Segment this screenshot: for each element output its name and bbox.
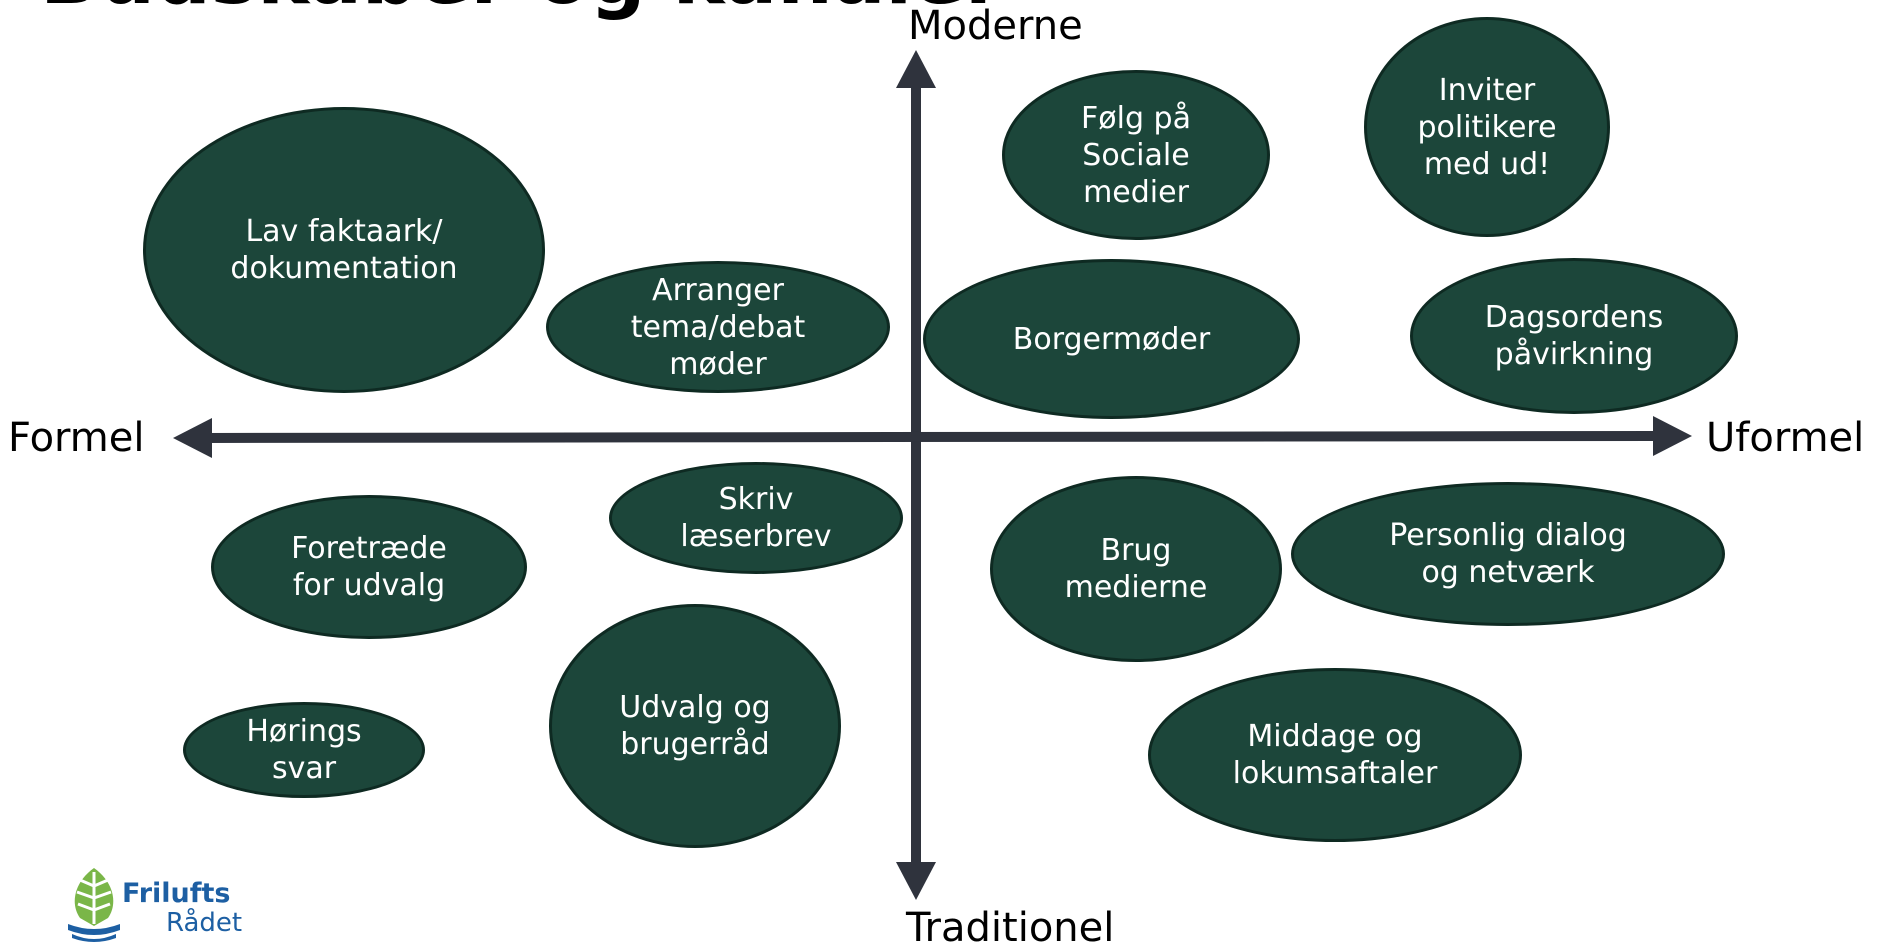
- bubble-dagsordens-paavirkning: Dagsordens påvirkning: [1410, 258, 1738, 414]
- bubble-personlig-dialog: Personlig dialog og netværk: [1291, 482, 1725, 626]
- axis-label-moderne: Moderne: [908, 3, 1083, 49]
- bubble-lav-faktaark: Lav faktaark/ dokumentation: [143, 107, 545, 393]
- arrow-down-icon: [896, 862, 936, 900]
- bubble-foretraede-for-udvalg: Foretræde for udvalg: [211, 495, 527, 639]
- axis-label-uformel: Uformel: [1706, 415, 1865, 461]
- axis-label-traditionel: Traditionel: [906, 905, 1115, 951]
- leaf-logo-icon: [68, 868, 120, 942]
- bubble-middage-og-lokumsaftaler: Middage og lokumsaftaler: [1148, 668, 1522, 842]
- bubble-arranger-tema-debat: Arranger tema/debat møder: [546, 261, 890, 393]
- axis-label-formel: Formel: [8, 415, 145, 461]
- friluftsraadet-logo: Frilufts Rådet: [66, 866, 256, 946]
- logo-word-raadet: Rådet: [166, 908, 243, 938]
- vertical-axis: [896, 50, 936, 900]
- arrow-up-icon: [896, 50, 936, 88]
- bubble-udvalg-og-brugerraad: Udvalg og brugerråd: [549, 604, 841, 848]
- bubble-foelg-sociale-medier: Følg på Sociale medier: [1002, 70, 1270, 240]
- bubble-skriv-laeserbrev: Skriv læserbrev: [609, 462, 903, 574]
- bubble-borgermoeder: Borgermøder: [923, 259, 1300, 419]
- slide-title: Budskaber og kanaler: [40, 0, 1003, 16]
- arrow-right-icon: [1653, 416, 1692, 456]
- arrow-left-icon: [173, 418, 212, 458]
- bubble-brug-medierne: Brug medierne: [990, 476, 1282, 662]
- bubble-inviter-politikere: Inviter politikere med ud!: [1364, 17, 1610, 237]
- horizontal-axis: [173, 416, 1692, 458]
- logo-word-frilufts: Frilufts: [122, 878, 231, 909]
- bubble-horings-svar: Hørings svar: [183, 702, 425, 798]
